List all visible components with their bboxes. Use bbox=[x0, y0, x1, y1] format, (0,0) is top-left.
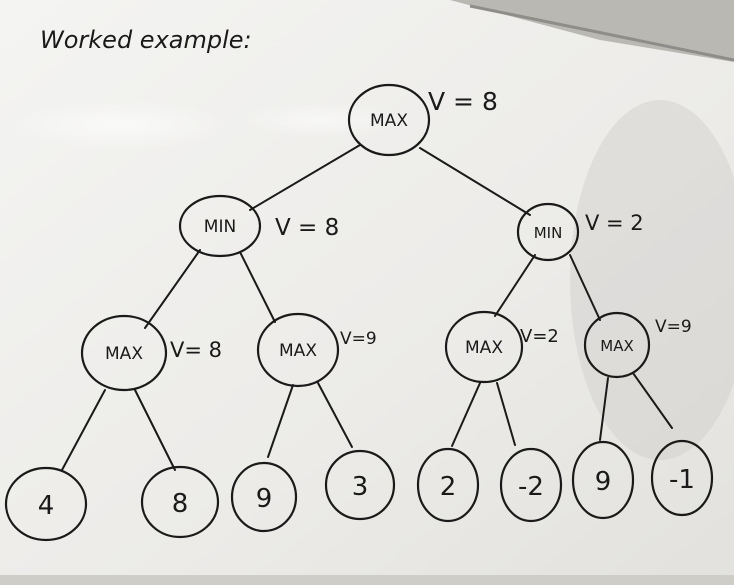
node-max-lr bbox=[256, 312, 340, 388]
max-rl-value: V=2 bbox=[520, 326, 559, 347]
min-right-value: V = 2 bbox=[585, 211, 644, 235]
node-min-right-label: MIN bbox=[534, 224, 563, 242]
edge-maxrl-leaf5 bbox=[451, 382, 481, 447]
leaf-node-5 bbox=[416, 447, 480, 523]
edge-minright-maxrl bbox=[494, 254, 536, 317]
leaf-node-7 bbox=[571, 440, 635, 520]
edge-minleft-maxlr bbox=[239, 251, 276, 323]
node-max-rl-label: MAX bbox=[465, 338, 503, 358]
leaf-value-6: -2 bbox=[518, 472, 544, 502]
leaf-value-4: 3 bbox=[352, 472, 369, 502]
edge-maxlr-leaf4 bbox=[317, 382, 353, 448]
edge-maxll-leaf1 bbox=[61, 389, 106, 471]
node-min-right bbox=[516, 202, 580, 262]
leaf-node-8 bbox=[650, 439, 714, 517]
edge-maxrr-leaf8 bbox=[632, 372, 673, 429]
leaf-node-3 bbox=[230, 461, 298, 533]
leaf-value-3: 9 bbox=[256, 484, 273, 514]
leaf-value-2: 8 bbox=[172, 489, 189, 519]
leaf-node-2 bbox=[140, 465, 220, 539]
leaf-value-8: -1 bbox=[669, 465, 695, 495]
node-max-lr-label: MAX bbox=[279, 341, 317, 361]
node-root-label: MAX bbox=[370, 111, 408, 131]
title: Worked example: bbox=[40, 26, 252, 54]
node-min-left bbox=[178, 194, 262, 258]
max-rr-value: V=9 bbox=[655, 317, 692, 337]
leaf-node-4 bbox=[324, 449, 396, 521]
edge-minleft-maxll bbox=[144, 249, 201, 329]
leaf-value-5: 2 bbox=[440, 472, 457, 502]
leaf-nodes bbox=[4, 439, 714, 542]
edge-root-minright bbox=[419, 147, 531, 216]
root-value: V = 8 bbox=[428, 87, 498, 116]
edge-maxlr-leaf3 bbox=[267, 384, 294, 458]
edge-minright-maxrr bbox=[569, 254, 601, 321]
leaf-value-7: 9 bbox=[595, 467, 612, 497]
min-left-value: V = 8 bbox=[275, 215, 339, 241]
node-max-ll bbox=[80, 314, 168, 392]
node-max-rr bbox=[583, 311, 651, 379]
node-max-rr-label: MAX bbox=[600, 337, 633, 355]
leaf-value-1: 4 bbox=[38, 491, 55, 521]
tree-edges bbox=[61, 144, 673, 471]
leaf-node-6 bbox=[499, 447, 563, 523]
node-max-ll-label: MAX bbox=[105, 344, 143, 364]
node-min-left-label: MIN bbox=[204, 217, 236, 237]
edge-root-minleft bbox=[249, 144, 361, 211]
node-max-rl bbox=[444, 310, 524, 384]
edge-maxrr-leaf7 bbox=[599, 377, 609, 441]
leaf-node-1 bbox=[4, 466, 88, 542]
edge-maxll-leaf2 bbox=[134, 389, 176, 471]
node-root bbox=[347, 83, 431, 157]
tree-nodes bbox=[80, 83, 651, 392]
max-lr-value: V=9 bbox=[340, 329, 377, 349]
edge-maxrl-leaf6 bbox=[496, 382, 516, 446]
max-ll-value: V= 8 bbox=[170, 338, 222, 362]
